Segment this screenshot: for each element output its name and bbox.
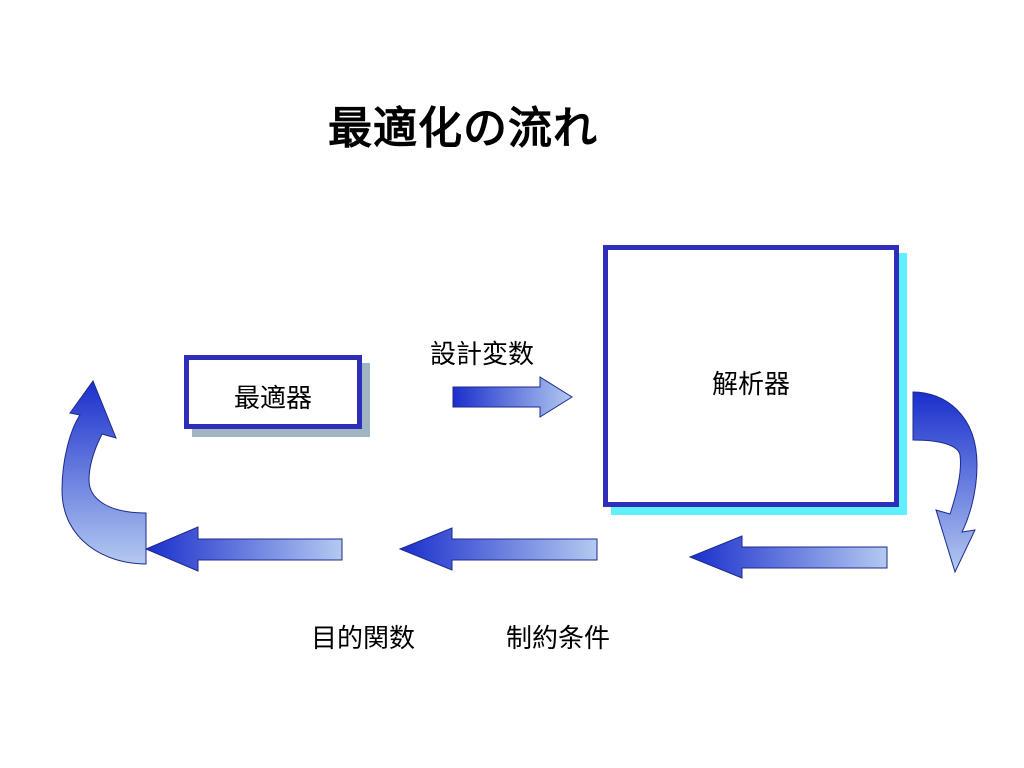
- constraints-arrow: [398, 527, 598, 571]
- constraints-label: 制約条件: [506, 624, 611, 654]
- analyzer-box: 解析器: [603, 245, 899, 507]
- optimizer-label: 最適器: [233, 384, 312, 414]
- analyzer-label: 解析器: [711, 370, 790, 400]
- page-title: 最適化の流れ: [328, 103, 598, 154]
- objective-function-arrow: [144, 526, 343, 572]
- right-curved-arrow: [912, 391, 978, 574]
- optimizer-box: 最適器: [184, 355, 362, 429]
- design-variables-arrow: [452, 376, 573, 418]
- design-variables-label: 設計変数: [430, 340, 535, 370]
- left-curved-arrow: [61, 379, 147, 565]
- objective-function-label: 目的関数: [311, 624, 416, 654]
- return-arrow-right: [688, 535, 888, 579]
